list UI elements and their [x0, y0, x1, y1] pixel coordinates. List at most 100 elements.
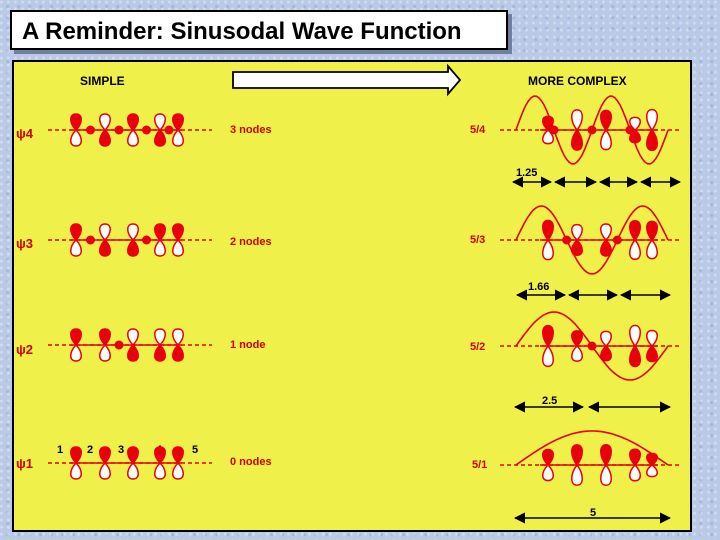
- row-2-orbital-5: [172, 223, 184, 257]
- orbital-top-lobe: [154, 113, 166, 132]
- psi4-nodes: 3 nodes: [230, 124, 272, 136]
- orbital-top-lobe: [629, 448, 641, 467]
- orbital-top-lobe: [99, 446, 111, 465]
- orbital-bottom-lobe: [99, 238, 111, 257]
- orbital-bottom-lobe: [571, 128, 583, 151]
- orbital-bottom-lobe: [99, 128, 111, 147]
- orbital-bottom-lobe: [154, 343, 166, 362]
- complex-row-4-wave: [515, 430, 669, 466]
- orbital-top-lobe: [542, 448, 554, 467]
- orbital-bottom-lobe: [70, 238, 82, 257]
- orbital-bottom-lobe: [542, 463, 554, 482]
- orbital-top-lobe: [70, 223, 82, 242]
- orbital-bottom-lobe: [127, 343, 139, 362]
- orbital-bottom-lobe: [127, 238, 139, 257]
- orbital-bottom-lobe: [154, 128, 166, 147]
- atom-number-3: 3: [118, 444, 124, 456]
- orbital-top-lobe: [127, 113, 139, 132]
- psi2-nodes: 1 node: [230, 339, 265, 351]
- complex-row-1-orbital-5: [646, 108, 658, 152]
- row-3-orbital-2: [99, 328, 111, 362]
- node-dot: [164, 125, 174, 135]
- progression-arrow: [232, 63, 462, 97]
- node-dot: [86, 125, 95, 135]
- orbital-top-lobe: [99, 328, 111, 347]
- complex-node-dot: [562, 235, 572, 245]
- orbital-top-lobe: [154, 446, 166, 465]
- orbital-top-lobe: [629, 219, 641, 242]
- orbital-top-lobe: [172, 328, 184, 347]
- orbital-top-lobe: [99, 113, 111, 132]
- orbital-top-lobe: [600, 223, 612, 242]
- orbital-top-lobe: [600, 330, 612, 348]
- orbital-bottom-lobe: [99, 461, 111, 480]
- orbital-top-lobe: [154, 328, 166, 347]
- complex-row-4-orbital-1: [542, 448, 554, 482]
- row-2-orbital-3: [127, 223, 139, 257]
- psi3-spacing-label: 1.66: [528, 281, 549, 293]
- node-dot: [114, 340, 124, 350]
- complex-row-2-orbital-2: [571, 223, 583, 257]
- orbital-bottom-lobe: [99, 343, 111, 362]
- orbital-bottom-lobe: [172, 343, 184, 362]
- row-2-orbital-4: [154, 223, 166, 257]
- row-1-orbital-1: [70, 113, 82, 147]
- complex-node-dot: [612, 235, 622, 245]
- orbital-bottom-lobe: [571, 344, 583, 362]
- orbital-top-lobe: [629, 324, 641, 348]
- orbital-top-lobe: [70, 113, 82, 132]
- orbital-top-lobe: [646, 220, 658, 242]
- psi3-ratio: 5/3: [470, 234, 485, 246]
- orbital-bottom-lobe: [542, 238, 554, 261]
- complex-row-1-orbital-2: [571, 109, 583, 151]
- orbital-top-lobe: [70, 446, 82, 465]
- orbital-bottom-lobe: [154, 238, 166, 257]
- complex-row-4-orbital-3: [600, 444, 612, 486]
- orbital-bottom-lobe: [571, 463, 583, 486]
- complex-row-3-orbital-4: [629, 324, 641, 368]
- complex-row-2-orbital-5: [646, 220, 658, 260]
- title-box: A Reminder: Sinusodal Wave Function: [10, 10, 508, 50]
- orbital-top-lobe: [646, 108, 658, 132]
- psi4-ratio: 5/4: [470, 124, 486, 136]
- orbital-bottom-lobe: [127, 461, 139, 480]
- orbital-bottom-lobe: [542, 129, 554, 145]
- orbital-bottom-lobe: [600, 463, 612, 486]
- orbital-bottom-lobe: [629, 463, 641, 482]
- complex-row-1-orbital-3: [600, 109, 612, 151]
- complex-row-4-orbital-5: [646, 452, 658, 478]
- orbital-bottom-lobe: [600, 238, 612, 257]
- row-1-orbital-2: [99, 113, 111, 147]
- orbital-top-lobe: [172, 446, 184, 465]
- node-dot: [114, 125, 124, 135]
- orbital-bottom-lobe: [646, 238, 658, 260]
- psi2-ratio: 5/2: [470, 341, 485, 353]
- complex-row-3-orbital-5: [646, 329, 658, 363]
- psi4-spacing-label: 1.25: [516, 167, 537, 179]
- complex-node-dot: [587, 341, 597, 351]
- complex-row-2-orbital-1: [542, 219, 554, 261]
- orbital-top-lobe: [542, 219, 554, 242]
- node-dot: [142, 125, 151, 135]
- row-4-orbital-1: [70, 446, 82, 480]
- row-4-orbital-4: [154, 446, 166, 480]
- complex-row-3-orbital-2: [571, 330, 583, 362]
- row-3-orbital-5: [172, 328, 184, 362]
- complex-row-4-orbital-2: [571, 444, 583, 486]
- orbital-top-lobe: [172, 113, 184, 132]
- orbital-bottom-lobe: [172, 128, 184, 147]
- row-1-orbital-3: [127, 113, 139, 147]
- node-dot: [86, 235, 95, 245]
- orbital-bottom-lobe: [70, 343, 82, 362]
- orbital-top-lobe: [70, 328, 82, 347]
- orbital-bottom-lobe: [629, 238, 641, 261]
- complex-row-2-orbital-4: [629, 219, 641, 261]
- orbital-bottom-lobe: [70, 461, 82, 480]
- psi3-label: ψ3: [16, 236, 33, 251]
- orbital-top-lobe: [571, 223, 583, 242]
- psi3-nodes: 2 nodes: [230, 236, 272, 248]
- complex-row-3-orbital-3: [600, 330, 612, 362]
- psi1-ratio: 5/1: [472, 459, 487, 471]
- row-1-orbital-5: [172, 113, 184, 147]
- row-3-orbital-4: [154, 328, 166, 362]
